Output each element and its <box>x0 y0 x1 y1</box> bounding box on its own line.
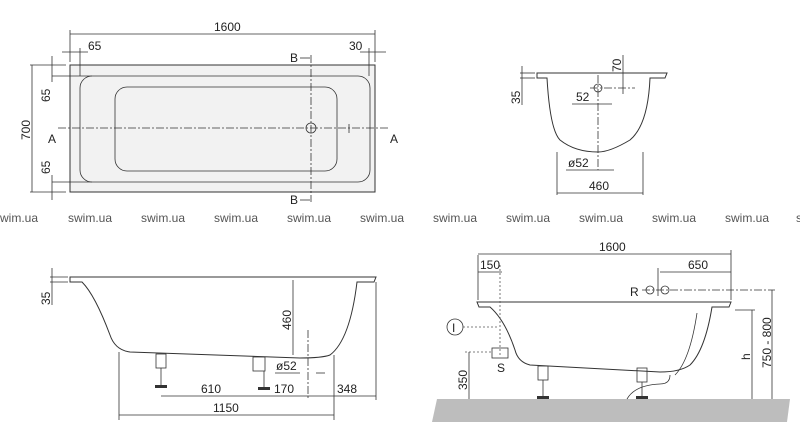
dim-inlet-offset: 150 <box>480 258 500 272</box>
watermark: swim.ua <box>725 211 769 225</box>
section-a-left: A <box>48 132 56 146</box>
watermark: swim.ua <box>68 211 112 225</box>
dim-overflow-dia: 52 <box>576 90 590 104</box>
tub-outline <box>69 64 376 193</box>
dim-drain-to-end: 348 <box>337 382 357 396</box>
side-view: 35 460 ø52 610 170 348 1150 <box>39 268 377 420</box>
watermark: swim.ua <box>579 211 623 225</box>
dim-overflow-offset: 650 <box>688 258 708 272</box>
watermark: swim.ua <box>0 211 38 225</box>
dim-total-height: 750 - 800 <box>760 317 774 368</box>
tub-section <box>536 72 668 153</box>
dim-leg-spacing: 610 <box>201 382 221 396</box>
dim-side-rim: 35 <box>39 291 53 305</box>
tub-basin <box>114 86 338 172</box>
floor <box>432 399 790 422</box>
tub-inner-rim <box>79 75 371 183</box>
dim-width: 700 <box>19 120 33 140</box>
supply-box <box>491 347 509 359</box>
watermark: swim.ua <box>796 211 800 225</box>
dim-supply-height: 350 <box>456 370 470 390</box>
watermark: swim.ua <box>506 211 550 225</box>
dim-height-label: h <box>739 353 753 360</box>
dim-side-rim-bottom: 65 <box>39 160 53 174</box>
dim-side-drain-dia: ø52 <box>276 359 297 373</box>
top-view: 1600 65 30 700 65 65 A A B B <box>19 20 398 207</box>
leg <box>155 353 167 388</box>
dim-overflow-height: 70 <box>610 58 624 72</box>
section-a-right: A <box>390 132 398 146</box>
dim-leg-to-drain: 170 <box>274 382 294 396</box>
end-view: 35 70 52 ø52 460 <box>509 55 668 195</box>
dim-drain-dia: ø52 <box>568 156 589 170</box>
supply-label: S <box>497 361 505 375</box>
leg <box>252 356 270 390</box>
section-b-top: B <box>290 51 298 65</box>
watermark: swim.ua <box>287 211 331 225</box>
tub-installed <box>476 301 732 373</box>
dim-right-rim: 30 <box>349 39 363 53</box>
watermark: swim.ua <box>433 211 477 225</box>
watermark-row: swim.ua swim.ua swim.ua swim.ua swim.ua … <box>0 211 800 225</box>
dim-left-rim: 65 <box>88 39 102 53</box>
install-view: 1600 150 650 R I S 350 h 750 - 800 <box>432 240 790 422</box>
tub-profile <box>69 276 377 359</box>
dim-bottom-width: 460 <box>589 179 609 193</box>
dim-install-length: 1600 <box>599 240 626 254</box>
watermark: swim.ua <box>652 211 696 225</box>
dim-side-rim-top: 65 <box>39 88 53 102</box>
watermark: swim.ua <box>360 211 404 225</box>
dim-bottom-length: 1150 <box>213 401 239 415</box>
dim-length: 1600 <box>214 20 241 34</box>
dim-depth: 460 <box>280 310 294 330</box>
drain-icon <box>305 122 317 134</box>
watermark: swim.ua <box>214 211 258 225</box>
overflow-label: R <box>630 285 639 299</box>
inlet-label: I <box>452 321 455 335</box>
section-b-bottom: B <box>290 193 298 207</box>
dim-end-rim: 35 <box>509 90 523 104</box>
watermark: swim.ua <box>141 211 185 225</box>
